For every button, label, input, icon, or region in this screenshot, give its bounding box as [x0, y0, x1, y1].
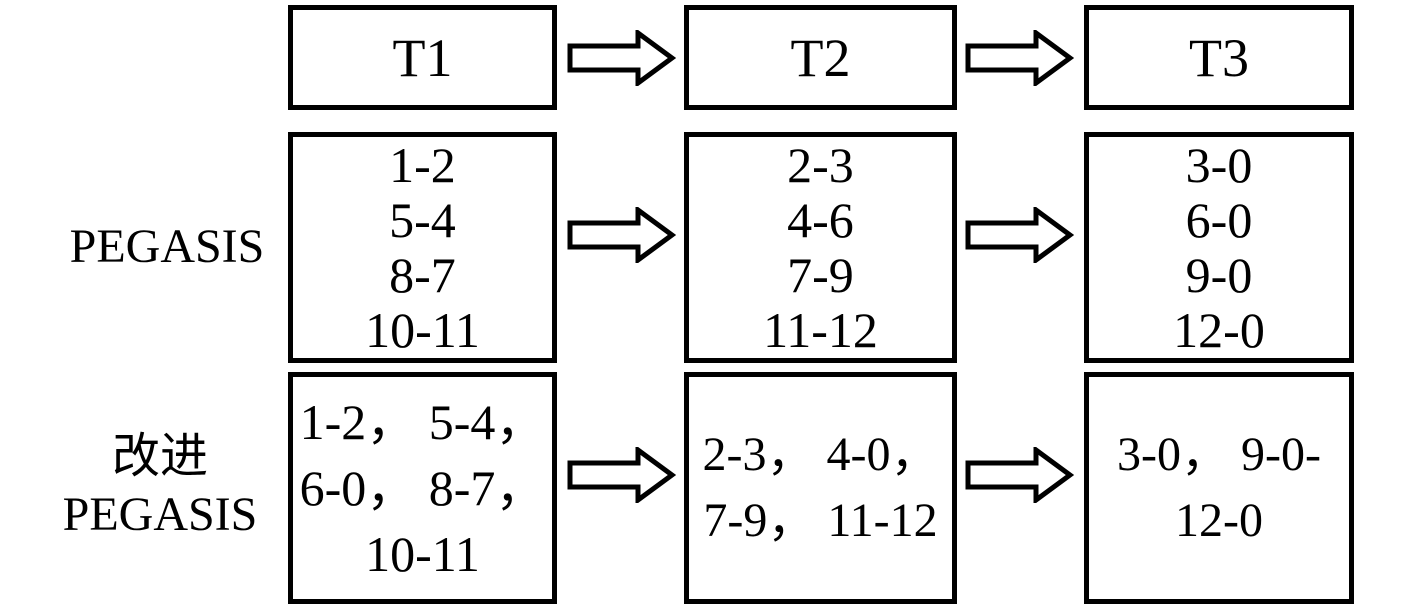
header-label: T2 — [790, 27, 851, 88]
row-label-line: 改进 — [111, 430, 208, 483]
pair-line: 1-2， 5-4， — [299, 394, 546, 450]
pair-item: 4-6 — [787, 191, 854, 248]
improved-t3-box: 3-0， 9-0- 12-0 — [1084, 372, 1354, 604]
pair-item: 6-0 — [1185, 191, 1253, 248]
row-label-line: PEGASIS — [62, 488, 258, 541]
pair-line: 2-3， 4-0， — [702, 428, 939, 481]
pegasis-t3-box: 3-0 6-0 9-0 12-0 — [1084, 132, 1354, 363]
pair-item: 8-7 — [389, 246, 456, 303]
pair-item: 3-0 — [1185, 136, 1253, 193]
pair-line: 7-9， 11-12 — [703, 494, 938, 547]
pair-item: 5-4 — [389, 191, 456, 248]
pegasis-t1-box: 1-2 5-4 8-7 10-11 — [288, 132, 557, 363]
pair-item: 9-0 — [1185, 246, 1253, 303]
pair-line: 6-0， 8-7， — [299, 460, 546, 516]
pair-item: 2-3 — [787, 136, 854, 193]
arrow-right-icon — [567, 30, 676, 86]
arrow-right-icon — [567, 447, 676, 503]
header-label: T3 — [1189, 27, 1249, 88]
pair-item: 12-0 — [1173, 301, 1265, 358]
pair-item: 1-2 — [389, 136, 456, 193]
row-label-line: PEGASIS — [69, 220, 265, 273]
arrow-right-icon — [965, 447, 1074, 503]
improved-t2-box: 2-3， 4-0， 7-9， 11-12 — [684, 372, 957, 604]
pair-line: 12-0 — [1175, 494, 1263, 547]
row-label-pegasis: PEGASIS — [62, 218, 272, 276]
header-box-t3: T3 — [1084, 5, 1354, 110]
pair-item: 10-11 — [365, 301, 480, 358]
arrow-right-icon — [965, 207, 1074, 263]
pegasis-t2-box: 2-3 4-6 7-9 11-12 — [684, 132, 957, 363]
improved-t1-box: 1-2， 5-4， 6-0， 8-7， 10-11 — [288, 372, 557, 604]
pair-line: 10-11 — [365, 526, 480, 582]
row-label-improved-pegasis: 改进 PEGASIS — [55, 428, 265, 544]
pair-line: 3-0， 9-0- — [1117, 428, 1321, 481]
header-label: T1 — [392, 27, 453, 88]
arrow-right-icon — [567, 207, 676, 263]
pair-item: 11-12 — [763, 301, 878, 358]
pair-item: 7-9 — [787, 246, 854, 303]
header-box-t1: T1 — [288, 5, 557, 110]
header-box-t2: T2 — [684, 5, 957, 110]
arrow-right-icon — [965, 30, 1074, 86]
